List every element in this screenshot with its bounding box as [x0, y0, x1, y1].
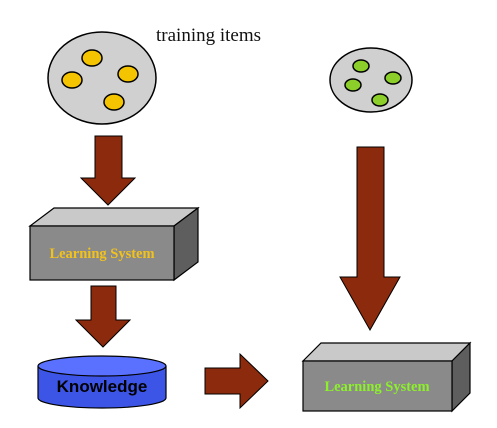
diagram-title: training items [156, 25, 261, 46]
database-cylinder-icon [37, 355, 167, 409]
arrow-down-icon [79, 135, 137, 206]
learning-system-box-left [28, 206, 200, 282]
yellow-items-tray-icon [47, 31, 157, 125]
learning-system-box-right [301, 341, 472, 413]
knowledge-label: Knowledge [57, 377, 148, 396]
green-items-tray-icon [329, 47, 413, 113]
arrow-down-icon [74, 285, 132, 348]
right-box-label: Learning System [324, 379, 429, 395]
left-box-label: Learning System [49, 246, 154, 262]
arrow-down-icon [339, 146, 401, 332]
arrow-right-icon [204, 352, 269, 410]
